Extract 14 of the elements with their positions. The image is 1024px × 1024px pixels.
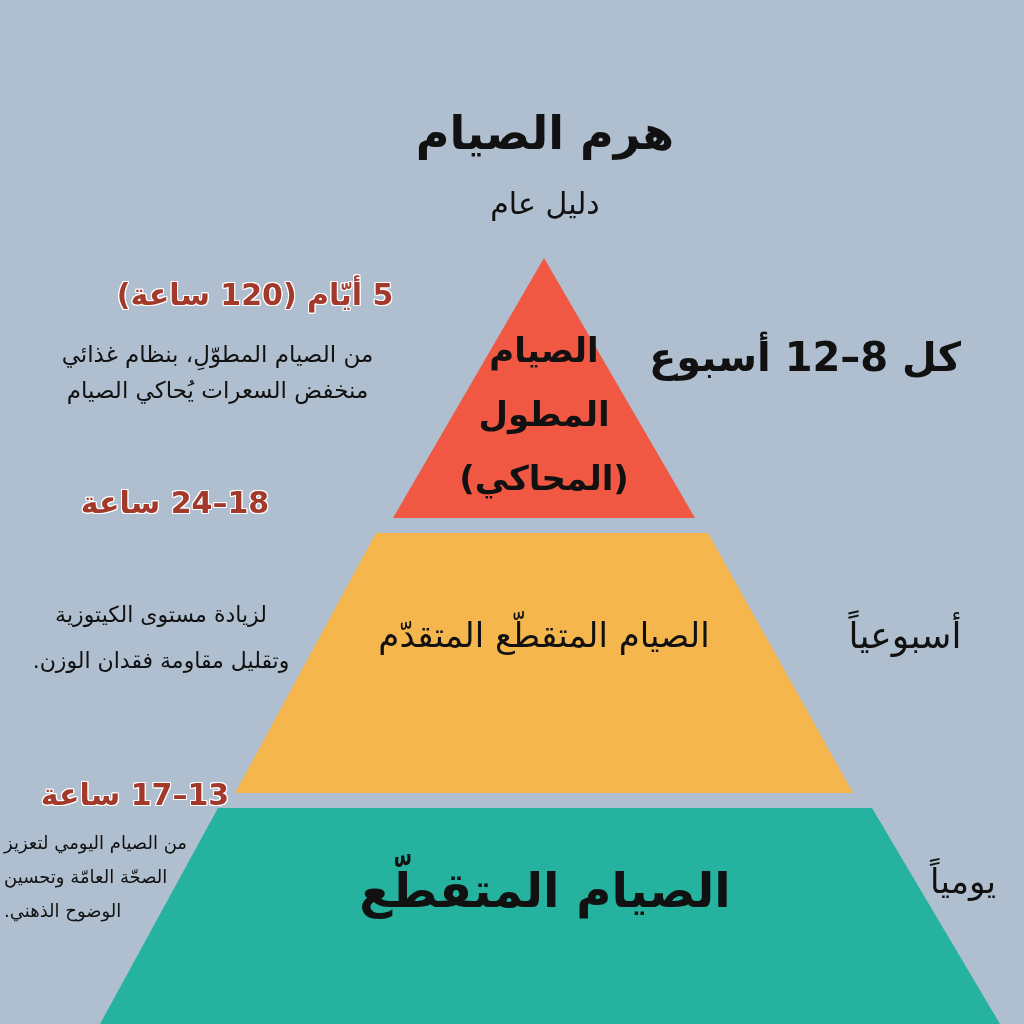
subtitle: دليل عام	[490, 185, 600, 223]
frequency-label: يومياً	[930, 852, 996, 910]
frequency-label: أسبوعياً	[848, 606, 962, 666]
tier-label: الصيام المتقطّع المتقدّم	[378, 609, 710, 661]
frequency-label: كل 8–12 أسبوع	[648, 326, 962, 388]
description-text: لزيادة مستوى الكيتوزية وتقليل مقاومة فقدان الوزن.	[31, 601, 291, 675]
tier-label: الصيام المطول (المحاكي)	[458, 329, 630, 501]
title: هرم الصيام	[415, 105, 675, 162]
tier-label: الصيام المتقطّع	[359, 854, 731, 926]
duration-label: 5 أيّام (120 ساعة)	[116, 274, 394, 315]
duration-label: 13–17 ساعة	[40, 776, 230, 814]
duration-label: 18–24 ساعة	[80, 484, 270, 522]
description-text: من الصيام المطوّلِ، بنظام غذائي منخفض السعرات يُحاكي الصيام	[60, 340, 375, 406]
description-text: من الصيام اليومي لتعزيز الصحّة العامّة وتحسين الوضوح الذهني.	[4, 831, 188, 924]
